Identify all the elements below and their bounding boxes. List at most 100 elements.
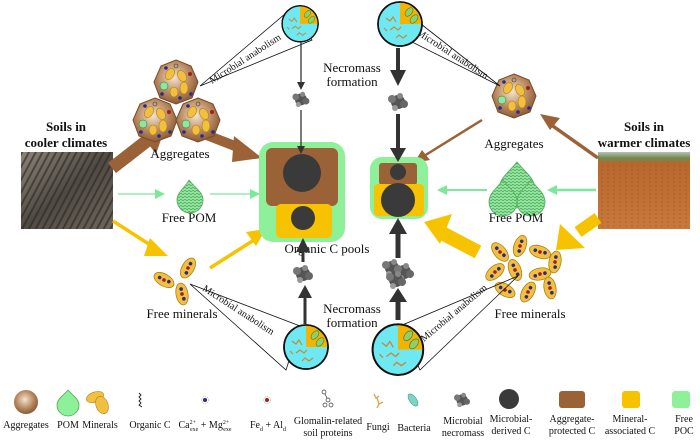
- free-minerals-left: [150, 254, 200, 307]
- svg-text:Fed + Ald: Fed + Ald: [250, 420, 286, 433]
- cooler-soil-title-line2: cooler climates: [25, 135, 107, 150]
- svg-text:associated C: associated C: [605, 426, 656, 437]
- svg-text:Fungi: Fungi: [366, 422, 390, 433]
- necromass-formation-bottom-line2: formation: [326, 315, 378, 330]
- arrow-necromass-to-pool-top-right: [390, 114, 406, 162]
- svg-text:Minerals: Minerals: [82, 420, 118, 431]
- arrow-microbes-to-necromass-bottom-left: [298, 285, 312, 324]
- arrow-free-minerals-to-pools-right: [424, 214, 482, 259]
- free-pom-left: [176, 179, 204, 214]
- arrow-microbes-to-necromass-bottom-right: [389, 288, 407, 320]
- organic-c-pool-warmer: [370, 157, 428, 219]
- ca-mg-dot-icon: [201, 396, 209, 404]
- necromass-formation-top-line1: Necromass: [323, 60, 381, 75]
- svg-text:Organic C: Organic C: [129, 420, 171, 431]
- legend-item-mineral-associated-c: Mineral- associated C: [605, 391, 656, 437]
- microbial-anabolism-label-top-left: Microbial anabolism: [208, 32, 284, 87]
- organic-c-pools-label: Organic C pools: [285, 241, 370, 256]
- arrow-warm-to-aggregates: [540, 114, 600, 160]
- mineral-associated-c-icon: [622, 391, 640, 408]
- svg-text:POC: POC: [674, 426, 694, 437]
- free-poc-icon: [672, 391, 690, 408]
- legend-item-microbial-necromass: Microbial necromass: [442, 392, 484, 439]
- cooler-soil-photo: [21, 152, 113, 229]
- svg-text:derived C: derived C: [491, 426, 530, 437]
- legend: Aggregates POM Minerals Organic C: [3, 389, 694, 439]
- aggregates-label-right: Aggregates: [484, 136, 543, 151]
- free-minerals-label-right: Free minerals: [494, 306, 565, 321]
- warmer-soil-title-line2: warmer climates: [598, 135, 691, 150]
- svg-text:Aggregate-: Aggregate-: [550, 414, 595, 425]
- svg-text:Ca2+exe + Mg2+exe: Ca2+exe + Mg2+exe: [178, 420, 231, 433]
- microbial-anabolism-label-top-right: Microbial anabolism: [414, 27, 490, 82]
- necromass-top-right: [388, 93, 408, 111]
- svg-text:POM: POM: [57, 420, 79, 431]
- microbial-anabolism-cone-bottom-left: Microbial anabolism: [189, 283, 301, 371]
- aggregates-single-right: [491, 73, 537, 119]
- svg-text:Microbial-: Microbial-: [490, 414, 533, 425]
- arrow-necromass-to-pool-bottom-right: [389, 218, 407, 258]
- cooler-soil-title-line1: Soils in: [46, 119, 87, 134]
- microbe-community-circle-bottom-right: [371, 323, 425, 376]
- minerals-icon: [86, 391, 109, 415]
- arrow-cool-to-free-minerals: [112, 219, 168, 256]
- legend-item-aggregate-protected-c: Aggregate- protected C: [549, 391, 596, 437]
- aggregates-cluster-left: [132, 59, 221, 143]
- legend-item-aggregates: Aggregates: [3, 390, 49, 431]
- aggregate-sphere-icon: [14, 390, 38, 414]
- fungi-icon: [373, 393, 384, 409]
- aggregate-protected-c-icon: [559, 391, 585, 408]
- legend-item-pom: POM: [56, 389, 80, 431]
- free-pom-label-right: Free POM: [489, 210, 544, 225]
- necromass-top-left: [292, 91, 310, 108]
- necromass-formation-top-line2: formation: [326, 74, 378, 89]
- legend-item-glomalin: Glomalin-related soil proteins: [294, 389, 362, 439]
- glomalin-icon: [321, 389, 334, 408]
- legend-item-free-poc: Free POC: [672, 391, 694, 437]
- svg-text:soil proteins: soil proteins: [303, 428, 352, 439]
- necromass-bottom-left: [293, 265, 313, 283]
- necromass-bottom-right: [382, 259, 414, 289]
- pom-droplet-icon: [56, 389, 80, 417]
- microbe-community-circle-top-right: [377, 1, 423, 47]
- microbial-derived-c-icon: [499, 389, 519, 409]
- svg-text:Microbial: Microbial: [443, 416, 483, 427]
- arrow-warm-to-free-minerals: [556, 213, 602, 250]
- svg-text:Aggregates: Aggregates: [3, 420, 49, 431]
- free-pom-right: [488, 161, 546, 217]
- free-minerals-right: [482, 233, 564, 306]
- legend-item-ca-mg: Ca2+exe + Mg2+exe: [178, 396, 232, 433]
- svg-text:Mineral-: Mineral-: [613, 414, 648, 425]
- legend-item-microbial-derived-c: Microbial- derived C: [490, 389, 533, 437]
- svg-text:necromass: necromass: [442, 428, 484, 439]
- svg-text:Glomalin-related: Glomalin-related: [294, 416, 362, 427]
- arrow-free-minerals-to-pools-left: [209, 229, 266, 270]
- arrow-microbes-to-necromass-top-right: [390, 48, 406, 86]
- microbe-community-circle-bottom-left: [283, 324, 329, 370]
- arrow-necromass-to-pool-bottom-left: [296, 238, 310, 262]
- legend-item-minerals: Minerals: [82, 391, 118, 431]
- svg-text:Free: Free: [675, 414, 693, 425]
- warmer-soil-photo: [598, 152, 690, 229]
- organic-c-squiggle-icon: [138, 392, 143, 408]
- svg-text:Bacteria: Bacteria: [397, 423, 431, 434]
- microbial-c-circle-min-left: [291, 206, 315, 230]
- legend-item-organic-c: Organic C: [129, 392, 171, 431]
- warmer-soil-title-line1: Soils in: [624, 119, 665, 134]
- organic-c-pool-cooler: [259, 142, 345, 242]
- fe-al-dot-icon: [263, 396, 271, 404]
- legend-item-fe-al: Fed + Ald: [250, 396, 286, 433]
- bacteria-icon: [407, 393, 419, 407]
- necromass-formation-bottom-line1: Necromass: [323, 301, 381, 316]
- arrow-aggregates-to-pools-left: [202, 129, 262, 162]
- aggregates-label-left: Aggregates: [150, 146, 209, 161]
- microbial-necromass-icon: [454, 392, 470, 408]
- microbial-c-circle-min-right: [381, 183, 415, 217]
- microbial-c-circle-agg-left: [283, 154, 321, 192]
- microbe-community-circle-top-left: [281, 5, 319, 43]
- microbial-c-circle-agg-right: [390, 164, 406, 180]
- legend-item-bacteria: Bacteria: [397, 393, 431, 434]
- svg-text:protected C: protected C: [549, 426, 596, 437]
- free-minerals-label-left: Free minerals: [146, 306, 217, 321]
